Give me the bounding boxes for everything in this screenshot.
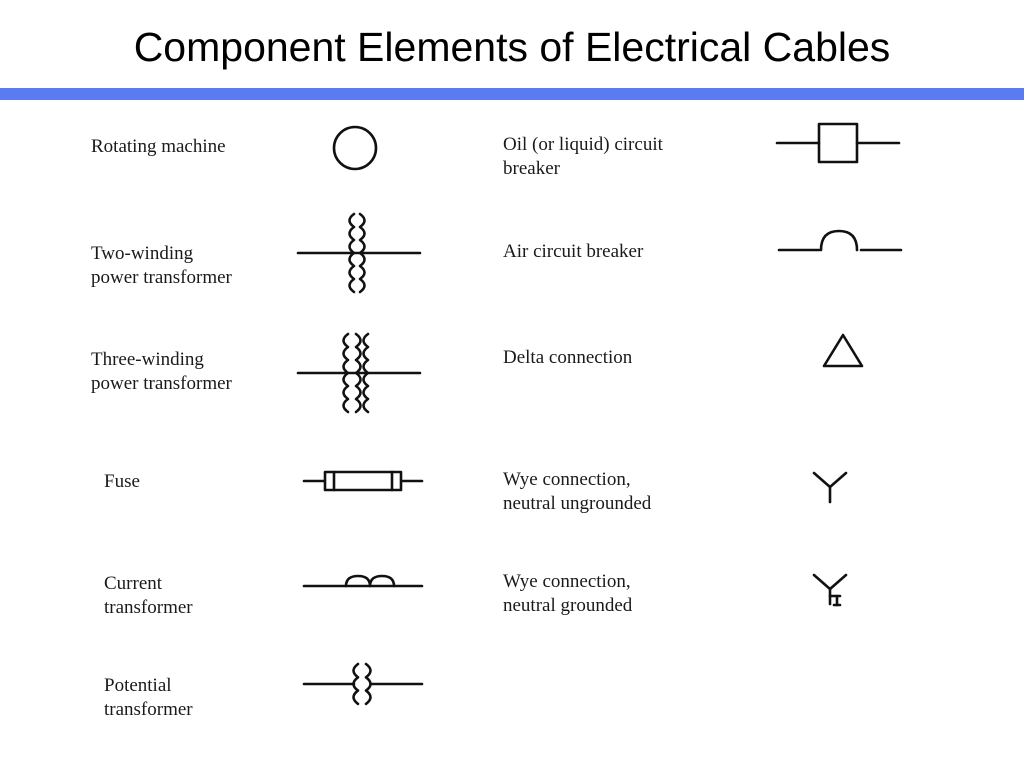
label-line: Potential [104,675,172,696]
title-divider [0,88,1024,100]
fuse-icon [302,470,424,492]
label-wye-ungrounded: Wye connection, neutral ungrounded [503,468,651,516]
label-line: Wye connection, [503,469,631,490]
label-three-winding: Three-winding power transformer [91,348,232,396]
square-breaker-icon [775,122,901,164]
label-potential-transformer: Potential transformer [104,674,193,722]
label-oil-circuit-breaker: Oil (or liquid) circuit breaker [503,133,663,181]
label-line: breaker [503,158,560,179]
label-line: transformer [104,597,193,618]
potential-transformer-icon [302,662,424,706]
label-delta-connection: Delta connection [503,346,632,370]
wye-icon [812,470,848,504]
label-line: Wye connection, [503,571,631,592]
label-line: Two-winding [91,243,194,264]
label-line: power transformer [91,373,232,394]
label-line: power transformer [91,267,232,288]
label-current-transformer: Current transformer [104,572,193,620]
label-line: Three-winding [91,349,204,370]
label-wye-grounded: Wye connection, neutral grounded [503,570,632,618]
label-line: Rotating machine [91,136,226,157]
label-line: Delta connection [503,347,633,368]
label-line: Fuse [104,471,140,492]
page-title: Component Elements of Electrical Cables [133,24,891,70]
wye-grounded-icon [812,572,848,608]
label-line: neutral grounded [503,595,633,616]
label-line: transformer [104,699,193,720]
label-line: Current [104,573,163,594]
arc-breaker-icon [777,228,903,254]
triangle-icon [822,333,864,369]
circle-icon [330,124,380,172]
label-rotating-machine: Rotating machine [91,135,226,159]
three-winding-transformer-icon [296,332,422,414]
label-two-winding: Two-winding power transformer [91,242,232,290]
label-line: neutral ungrounded [503,493,652,514]
label-line: Air circuit breaker [503,241,644,262]
current-transformer-icon [302,572,424,592]
two-winding-transformer-icon [296,212,422,294]
label-air-circuit-breaker: Air circuit breaker [503,240,643,264]
label-fuse: Fuse [104,470,140,494]
label-line: Oil (or liquid) circuit [503,134,663,155]
